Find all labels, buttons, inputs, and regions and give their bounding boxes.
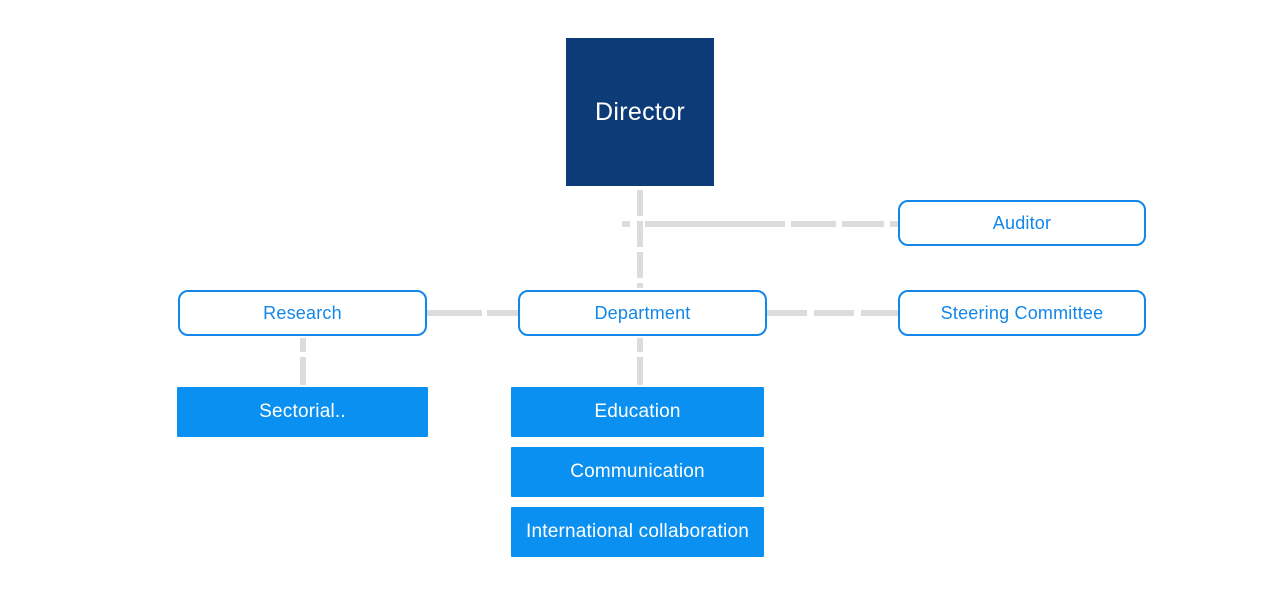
org-node-communication: Communication [511, 447, 764, 497]
org-node-steering-committee-label: Steering Committee [940, 302, 1104, 323]
org-node-international-collaboration: International collaboration [511, 507, 764, 557]
org-node-department: Department [518, 290, 767, 336]
org-node-director-label: Director [595, 97, 685, 126]
org-node-auditor: Auditor [898, 200, 1146, 246]
org-node-auditor-label: Auditor [992, 212, 1052, 233]
org-node-steering-committee: Steering Committee [898, 290, 1146, 336]
org-node-research: Research [178, 290, 427, 336]
org-node-sectorial: Sectorial.. [177, 387, 428, 437]
org-node-education: Education [511, 387, 764, 437]
org-node-communication-label: Communication [570, 461, 705, 482]
org-node-education-label: Education [594, 401, 681, 422]
org-node-sectorial-label: Sectorial.. [259, 401, 346, 422]
org-node-department-label: Department [594, 302, 691, 323]
org-node-research-label: Research [263, 302, 342, 323]
org-node-director: Director [566, 38, 714, 186]
org-node-international-collaboration-label: International collaboration [526, 521, 749, 542]
